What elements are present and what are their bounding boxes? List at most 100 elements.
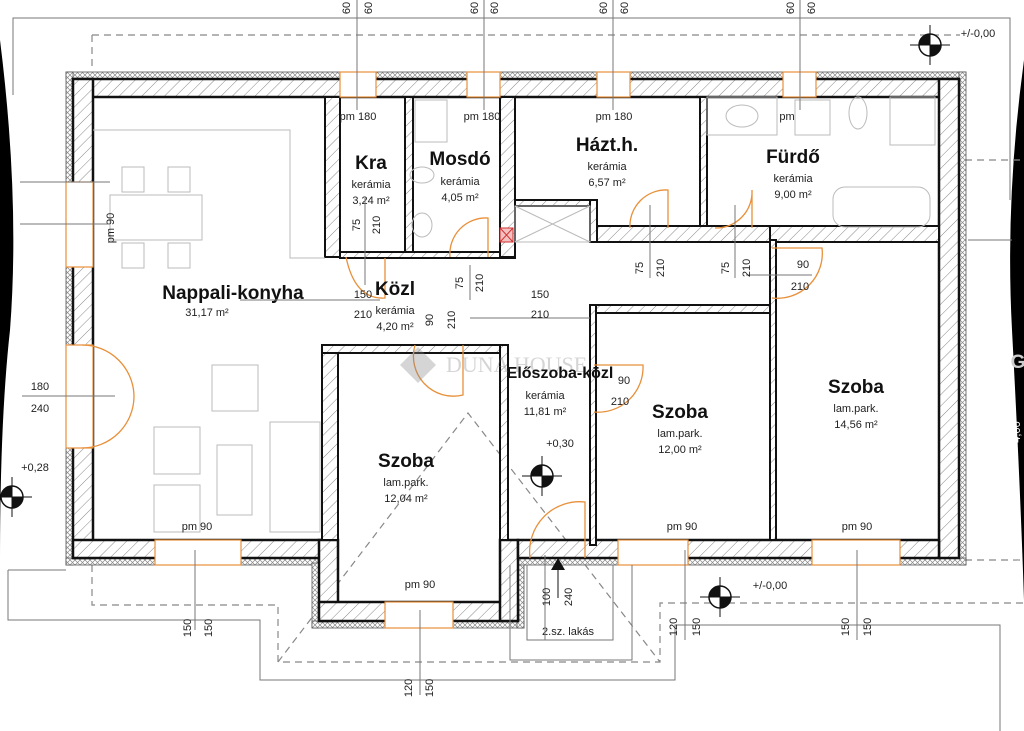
furniture [93, 96, 936, 533]
dim-label: 60 [469, 2, 481, 14]
dim-label: 75 [351, 219, 363, 231]
label-label: DUNA HOUSE [446, 352, 587, 377]
room-labels: Nappali-konyha 31,17 m² Kra kerámia 3,24… [162, 135, 884, 505]
room-name: Szoba [652, 402, 708, 423]
room-floor: lam.park. [657, 428, 702, 440]
elevation-markers: +/-0,00 +0,28 +0,30 +/-0,00 [0, 25, 995, 617]
room-area: 31,17 m² [185, 307, 229, 319]
room-floor: lam.park. [383, 477, 428, 489]
dim-label: 75 [720, 262, 732, 274]
elevation-label: +0,30 [546, 438, 574, 450]
dim-label: 210 [371, 216, 383, 234]
room-floor: kerámia [351, 179, 391, 191]
room-area: 3,24 m² [352, 195, 390, 207]
window-label: pm 90 [667, 521, 698, 533]
elevation-label: +/-0,00 [753, 580, 788, 592]
dim-label: 4,00 [1011, 421, 1023, 442]
site-lines [7, 17, 1024, 731]
level-marker-icon [700, 577, 740, 617]
dim-label: 240 [31, 403, 49, 415]
apartment-annex: 2.sz. lakás [509, 558, 633, 661]
room-area: 12,04 m² [384, 493, 428, 505]
room-name: Szoba [828, 377, 884, 398]
dim-label: 90 [618, 375, 630, 387]
dim-label: 75 [634, 262, 646, 274]
dim-label: 240 [563, 588, 575, 606]
dim-label: 210 [354, 309, 372, 321]
dim-label: 150 [424, 679, 436, 697]
room-area: 14,56 m² [834, 419, 878, 431]
dim-label: 45 [1011, 79, 1023, 91]
dim-label: 120 [668, 618, 680, 636]
dim-label: 60 [489, 2, 501, 14]
window-label: pm 90 [842, 521, 873, 533]
dim-label: 150 [862, 618, 874, 636]
dim-label: 150 [531, 289, 549, 301]
dim-label: 120 [403, 679, 415, 697]
room-name: Házt.h. [576, 135, 638, 156]
level-marker-icon [0, 477, 32, 517]
dim-label: 90 [797, 259, 809, 271]
dim-label: 210 [531, 309, 549, 321]
dim-label: 210 [611, 396, 629, 408]
window-label: pm 90 [405, 579, 436, 591]
dim-label: 60 [363, 2, 375, 14]
dimension-labels: 60 60 60 60 60 60 60 60 75 210 75 210 75… [20, 0, 1024, 697]
room-floor: kerámia [773, 173, 813, 185]
elevation-label: +/-0,00 [961, 28, 996, 40]
room-area: 6,57 m² [588, 177, 626, 189]
dim-label: 75 [454, 277, 466, 289]
window-label: pm 90 [182, 521, 213, 533]
room-area: 12,00 m² [658, 444, 702, 456]
scan-edge-right [1010, 60, 1024, 600]
window-label: pm 90 [105, 213, 117, 244]
doors [65, 189, 823, 559]
room-name: Nappali-konyha [162, 283, 304, 304]
dim-label: 150 [203, 619, 215, 637]
room-floor: kerámia [525, 390, 565, 402]
room-name: Kra [355, 153, 387, 174]
edge-letter: G [1011, 352, 1024, 373]
dim-label: 60 [785, 2, 797, 14]
scan-edge-left [0, 40, 14, 560]
room-floor: lam.park. [833, 403, 878, 415]
dim-label: 210 [474, 274, 486, 292]
dim-label: 150 [182, 619, 194, 637]
room-name: Előszoba-közl [507, 365, 614, 382]
room-name: Mosdó [429, 149, 490, 170]
dim-label: 90 [424, 314, 436, 326]
dim-label: 210 [741, 259, 753, 277]
room-name: Közl [375, 279, 415, 300]
level-marker-icon [910, 25, 950, 65]
dim-label: 150 [354, 289, 372, 301]
dim-label: 45 [1011, 554, 1023, 566]
interior-walls [321, 96, 940, 546]
dim-label: 180 [31, 381, 49, 393]
dim-label: 210 [446, 311, 458, 329]
window-label: pm 180 [464, 111, 501, 123]
dim-label: 60 [619, 2, 631, 14]
dim-label: 210 [655, 259, 667, 277]
window-labels: pm 180 pm 180 pm 180 pm pm 90 pm 90 pm 9… [105, 111, 872, 591]
room-area: 9,00 m² [774, 189, 812, 201]
dim-label: 60 [806, 2, 818, 14]
dim-label: 150 [691, 618, 703, 636]
dim-label: 60 [598, 2, 610, 14]
room-name: Szoba [378, 451, 434, 472]
window-label: pm 180 [340, 111, 377, 123]
dim-label: 60 [341, 2, 353, 14]
apartment-label: 2.sz. lakás [542, 626, 594, 638]
dim-label: 210 [791, 281, 809, 293]
watermark: DUNA HOUSE [400, 347, 587, 383]
room-name: Fürdő [766, 147, 820, 168]
room-area: 4,05 m² [441, 192, 479, 204]
window-label: pm [779, 111, 794, 123]
dim-label: 150 [840, 618, 852, 636]
room-floor: kerámia [440, 176, 480, 188]
dim-label: 100 [541, 588, 553, 606]
level-marker-icon [522, 456, 562, 496]
room-floor: kerámia [587, 161, 627, 173]
room-floor: kerámia [375, 305, 415, 317]
room-area: 4,20 m² [376, 321, 414, 333]
